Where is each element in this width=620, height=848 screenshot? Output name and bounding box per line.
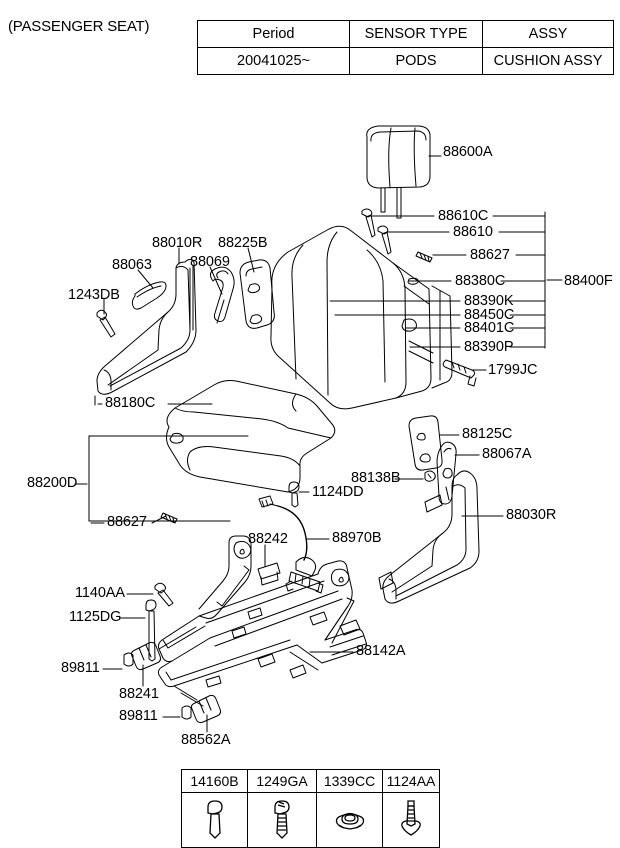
- callout-88627-cushion: 88627: [107, 514, 147, 530]
- callout-88401C: 88401C: [464, 320, 515, 336]
- callout-88450C: 88450C: [464, 307, 515, 323]
- callout-88390P: 88390P: [464, 339, 514, 355]
- shield-cover-88030R-part: [378, 470, 480, 604]
- legend-code-1124AA: 1124AA: [382, 769, 440, 793]
- spec-header-period: Period: [197, 20, 350, 48]
- callout-88241: 88241: [119, 686, 159, 702]
- legend-code-14160B: 14160B: [181, 769, 248, 793]
- screw-1243DB-part: [96, 309, 116, 338]
- legend-icon-cell-4: [382, 792, 440, 848]
- legend-icon-cell-3: [316, 792, 383, 848]
- rivet-pin-icon: [206, 799, 223, 839]
- legend-header-row: 14160B 1249GA 1339CC 1124AA: [181, 769, 440, 793]
- legend-code-1249GA: 1249GA: [247, 769, 317, 793]
- callout-88390K: 88390K: [464, 293, 514, 309]
- callout-88400F: 88400F: [564, 273, 613, 289]
- seat-back-assembly-part: [270, 225, 453, 410]
- headrest-part: [366, 125, 431, 219]
- callout-89811-rear: 89811: [119, 708, 158, 724]
- nut-88138B-part: [424, 470, 436, 482]
- legend-icon-cell-2: [247, 792, 317, 848]
- tapping-screw-icon: [274, 799, 290, 839]
- callout-88380C: 88380C: [455, 273, 506, 289]
- flange-screw-icon: [401, 799, 421, 836]
- bolt-1140AA-part: [154, 582, 174, 607]
- callout-1799JC: 1799JC: [488, 362, 538, 378]
- callout-1125DG: 1125DG: [69, 609, 122, 625]
- cover-88241-part: [130, 641, 162, 671]
- callout-88030R: 88030R: [506, 507, 557, 523]
- callout-88010R: 88010R: [152, 235, 203, 251]
- seat-cushion-part: [166, 380, 336, 493]
- callout-1124DD: 1124DD: [312, 484, 364, 500]
- callout-88225B: 88225B: [218, 235, 268, 251]
- lever-88067A-part: [436, 441, 457, 505]
- flange-nut-icon: [335, 812, 364, 830]
- spec-value-assy: CUSHION ASSY: [482, 47, 614, 75]
- callout-88610: 88610: [453, 224, 493, 240]
- callout-88970B: 88970B: [332, 530, 382, 546]
- cover-88562A-part: [190, 694, 222, 724]
- callout-88063: 88063: [112, 257, 152, 273]
- callout-1243DB: 1243DB: [68, 287, 120, 303]
- callout-88610C: 88610C: [438, 208, 489, 224]
- cap-89811-front-part: [123, 652, 134, 667]
- spec-table: Period SENSOR TYPE ASSY 20041025~ PODS C…: [197, 20, 614, 75]
- callout-88125C: 88125C: [462, 426, 513, 442]
- leader-lines: [74, 155, 563, 733]
- screw-1125DG-part: [145, 599, 157, 662]
- callout-88627-back: 88627: [470, 247, 510, 263]
- callout-88200D: 88200D: [27, 475, 78, 491]
- page-title: (PASSENGER SEAT): [8, 18, 150, 35]
- callout-88142A: 88142A: [356, 643, 406, 659]
- lever-88069-part: [209, 266, 235, 324]
- callout-88180C: 88180C: [105, 395, 156, 411]
- legend-icon-cell-1: [181, 792, 248, 848]
- headrest-guide-screws: [361, 208, 392, 255]
- callout-88067A: 88067A: [482, 446, 532, 462]
- clip-88627-cushion-part: [160, 512, 178, 524]
- callout-88138B: 88138B: [351, 470, 401, 486]
- hook-1799JC-part: [442, 359, 477, 387]
- callout-88600A: 88600A: [443, 144, 493, 160]
- callout-89811-front: 89811: [61, 660, 100, 676]
- seat-track-assembly-part: [157, 535, 367, 707]
- cap-88063-part: [131, 281, 167, 310]
- spec-table-row: 20041025~ PODS CUSHION ASSY: [197, 47, 614, 75]
- fastener-legend-table: 14160B 1249GA 1339CC 1124AA: [181, 769, 440, 848]
- callout-88562A: 88562A: [181, 732, 231, 748]
- bracket-88242-part: [257, 562, 281, 586]
- recliner-cover-88225B-part: [239, 259, 275, 329]
- callout-88242: 88242: [248, 531, 288, 547]
- spec-header-sensor-type: SENSOR TYPE: [349, 20, 483, 48]
- callout-88069: 88069: [190, 254, 230, 270]
- legend-icon-row: [181, 792, 440, 848]
- cap-89811-rear-part: [181, 705, 192, 720]
- callout-1140AA: 1140AA: [75, 585, 125, 601]
- bracket-cover-88125C-part: [408, 415, 443, 471]
- spec-header-assy: ASSY: [482, 20, 614, 48]
- screw-1124DD-part: [288, 481, 300, 508]
- clip-88627-part: [415, 251, 433, 263]
- spec-value-sensor-type: PODS: [349, 47, 483, 75]
- shield-cover-88010R-part: [96, 259, 197, 395]
- spec-table-header-row: Period SENSOR TYPE ASSY: [197, 20, 614, 48]
- legend-code-1339CC: 1339CC: [316, 769, 383, 793]
- spec-value-period: 20041025~: [197, 47, 350, 75]
